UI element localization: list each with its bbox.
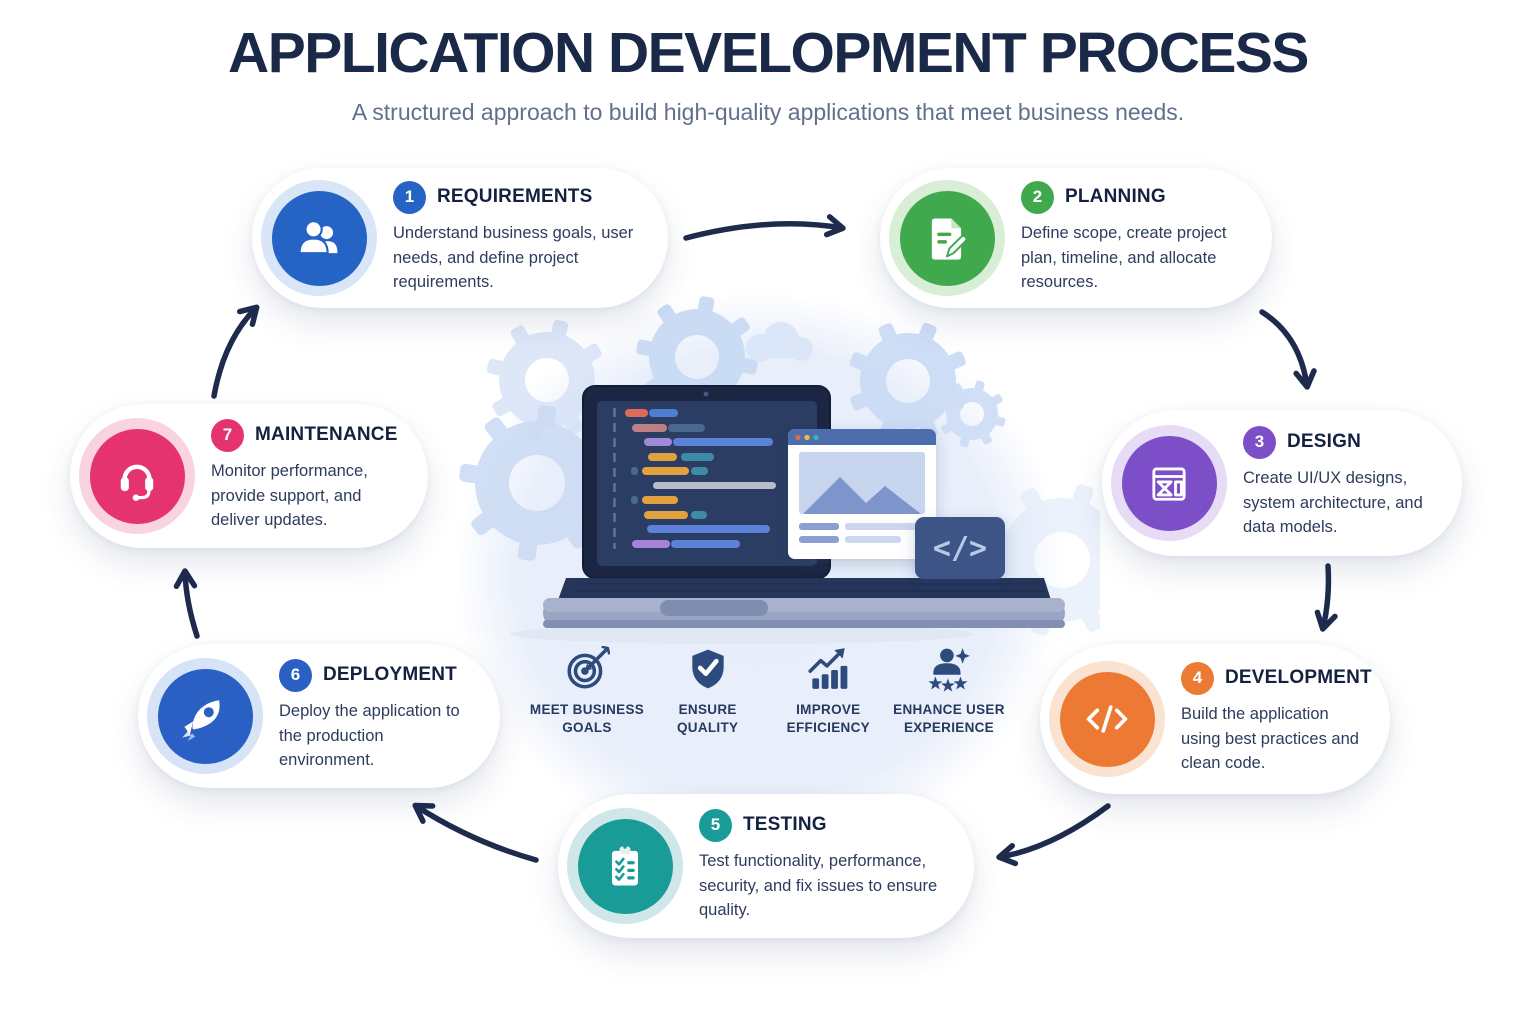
step-icon-ring [1049,661,1165,777]
step-card-development: 4 DEVELOPMENT Build the application usin… [1040,644,1390,794]
user-stars-icon [928,648,970,692]
users-icon [271,190,367,286]
target-arrow-icon [567,646,610,689]
arrow-2-to-3 [1259,309,1317,390]
step-icon-ring [1111,425,1227,541]
step-description: Create UI/UX designs, system architectur… [1243,468,1423,537]
benefit-meet-business-goals: MEET BUSINESS GOALS [528,646,646,737]
step-icon-ring [147,658,263,774]
document-pencil-icon [899,190,995,286]
step-card-maintenance: 7 MAINTENANCE Monitor performance, provi… [70,404,428,548]
step-card-requirements: 1 REQUIREMENTS Understand business goals… [252,168,668,308]
benefit-enhance-user-experience: ENHANCE USER EXPERIENCE [890,646,1008,737]
background-circle [453,290,1065,858]
arrow-1-to-2 [683,214,846,241]
step-title: DEPLOYMENT [323,664,457,686]
growth-chart-icon [808,648,848,689]
step-icon-ring [261,180,377,296]
clipboard-check-icon [577,818,673,914]
benefit-ensure-quality: ENSURE QUALITY [649,646,767,737]
step-number-badge: 4 [1181,661,1214,695]
benefit-improve-efficiency: IMPROVE EFFICIENCY [769,646,887,737]
benefits-row: MEET BUSINESS GOALS ENSURE QUALITY IMPRO… [528,646,1008,737]
wireframe-icon [1121,435,1217,531]
shield-check-icon [691,649,724,689]
benefit-label: ENHANCE USER EXPERIENCE [893,702,1005,736]
step-description: Monitor performance, provide support, an… [211,461,368,530]
step-description: Test functionality, performance, securit… [699,851,938,920]
step-icon-ring [889,180,1005,296]
arrow-5-to-6 [412,802,539,863]
step-description: Build the application using best practic… [1181,704,1359,773]
benefit-label: IMPROVE EFFICIENCY [786,702,870,736]
step-number-badge: 7 [211,418,244,452]
step-icon-ring [567,808,683,924]
step-card-deployment: 6 DEPLOYMENT Deploy the application to t… [138,644,500,788]
arrow-4-to-5 [996,803,1111,867]
arrow-7-to-1 [211,304,260,399]
arrow-6-to-7 [173,568,200,639]
step-number-badge: 6 [279,658,312,692]
step-number-badge: 3 [1243,425,1276,459]
step-number-badge: 2 [1021,180,1054,214]
step-description: Deploy the application to the production… [279,701,460,770]
code-icon [1059,671,1155,767]
headset-icon [89,428,185,524]
benefit-label: ENSURE QUALITY [676,702,739,736]
step-number-badge: 5 [699,808,732,842]
step-description: Define scope, create project plan, timel… [1021,223,1227,292]
step-title: REQUIREMENTS [437,186,593,208]
step-description: Understand business goals, user needs, a… [393,223,634,292]
header: APPLICATION DEVELOPMENT PROCESS A struct… [0,22,1536,126]
step-card-planning: 2 PLANNING Define scope, create project … [880,168,1272,308]
benefit-label: MEET BUSINESS GOALS [529,702,645,736]
step-number-badge: 1 [393,180,426,214]
page-title: APPLICATION DEVELOPMENT PROCESS [228,21,1309,85]
step-title: PLANNING [1065,186,1166,208]
step-title: MAINTENANCE [255,424,398,446]
step-title: DESIGN [1287,431,1362,453]
step-icon-ring [79,418,195,534]
step-title: TESTING [743,814,827,836]
page-subtitle: A structured approach to build high-qual… [351,98,1185,125]
step-card-testing: 5 TESTING Test functionality, performanc… [558,794,974,938]
step-card-design: 3 DESIGN Create UI/UX designs, system ar… [1102,410,1462,556]
step-title: DEVELOPMENT [1225,667,1372,689]
arrow-3-to-4 [1314,563,1338,632]
rocket-icon [157,668,253,764]
